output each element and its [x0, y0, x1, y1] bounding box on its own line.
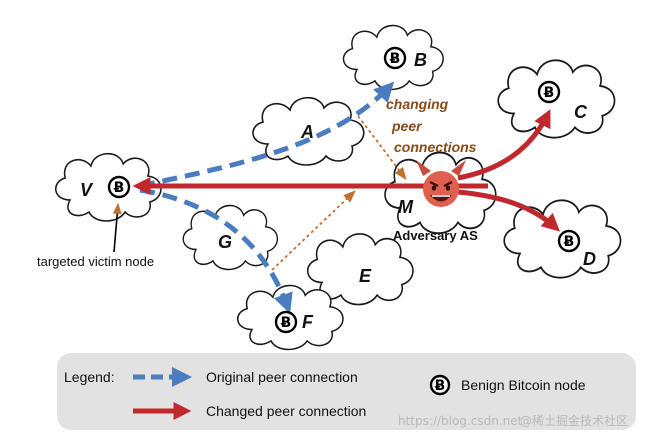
legend-node-label: Benign Bitcoin node: [461, 377, 586, 393]
svg-text:Ƀ: Ƀ: [114, 180, 125, 196]
as-label-c: C: [574, 102, 588, 122]
adversary-as-label: Adversary AS: [393, 228, 478, 243]
legend-panel: [57, 353, 636, 430]
as-label-m: M: [398, 197, 414, 217]
devil-face-icon: [416, 160, 466, 207]
victim-pointer-line: [112, 202, 122, 253]
changing-connections-annotation: changing peer connections: [386, 96, 477, 155]
as-label-v: V: [80, 180, 94, 200]
as-label-a: A: [300, 122, 314, 142]
bitcoin-node-f[interactable]: Ƀ: [274, 310, 298, 334]
bitcoin-node-c[interactable]: Ƀ: [537, 80, 561, 104]
watermark-site: https://blog.csdn.net: [398, 414, 523, 428]
as-label-g: G: [218, 232, 232, 252]
as-label-d: D: [583, 249, 596, 269]
legend-changed-label: Changed peer connection: [206, 403, 366, 419]
as-label-f: F: [302, 312, 314, 332]
bitcoin-node-v[interactable]: Ƀ: [107, 175, 131, 199]
watermark-brand: @稀土掘金技术社区: [520, 413, 628, 428]
legend-node-icon: Ƀ: [429, 374, 451, 396]
bitcoin-node-d[interactable]: Ƀ: [557, 229, 581, 253]
original-connection-v-f: [139, 187, 293, 314]
svg-text:Ƀ: Ƀ: [390, 51, 401, 67]
svg-text:Ƀ: Ƀ: [281, 315, 292, 331]
changing-connection-arrow-lower: [271, 190, 356, 271]
svg-text:Ƀ: Ƀ: [544, 85, 555, 101]
changing-connection-arrow-upper: [357, 115, 407, 181]
as-label-b: B: [414, 50, 427, 70]
changed-connection-m-c: [457, 109, 551, 181]
legend-title: Legend:: [64, 369, 115, 385]
original-connection-v-b: [139, 81, 395, 189]
changed-connection-m-d: [457, 189, 560, 232]
legend-original-label: Original peer connection: [206, 369, 358, 385]
bitcoin-node-b[interactable]: Ƀ: [383, 46, 407, 70]
victim-node-label: targeted victim node: [37, 254, 154, 269]
svg-text:Ƀ: Ƀ: [435, 378, 446, 394]
as-label-e: E: [359, 266, 372, 286]
svg-text:Ƀ: Ƀ: [564, 234, 575, 250]
